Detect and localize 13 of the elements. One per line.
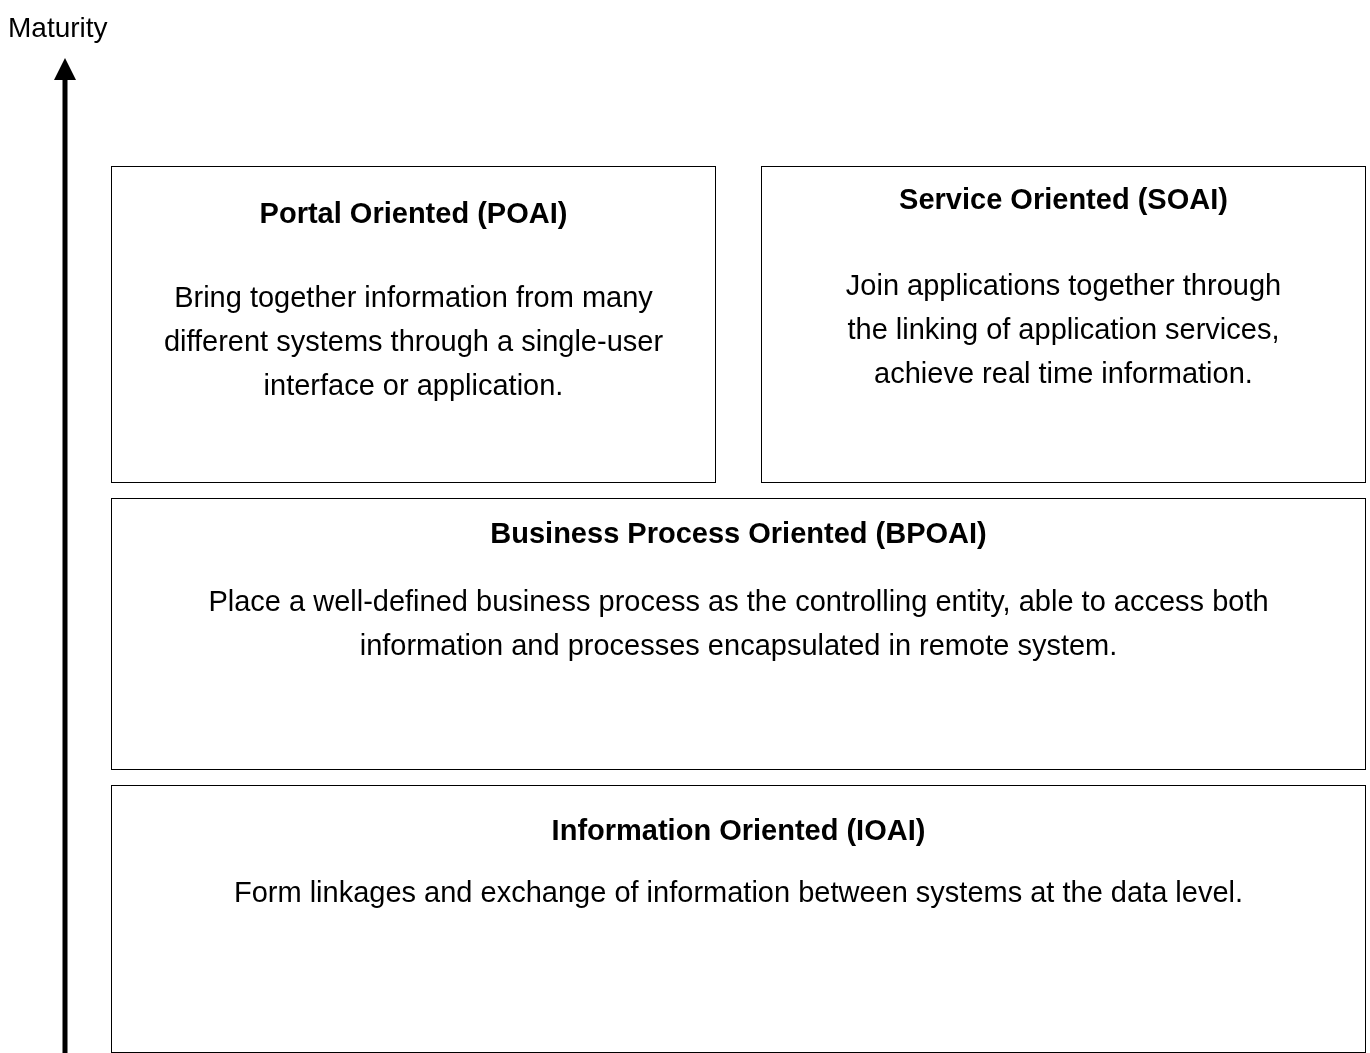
level-box [111, 498, 1366, 770]
level-description: Form linkages and exchange of information between systems at the data level. [232, 875, 1245, 910]
axis-label: Maturity [8, 12, 108, 44]
level-heading: Information Oriented (IOAI) [550, 814, 927, 847]
level-heading: Business Process Oriented (BPOAI) [489, 517, 988, 550]
level-description: Bring together information from many different systems through a single-user interface or application. [162, 280, 665, 403]
level-box [111, 166, 716, 483]
level-description: Join applications together through the linking of application services, achieve real time information. [844, 268, 1283, 391]
level-box [111, 785, 1366, 1053]
level-heading: Portal Oriented (POAI) [258, 197, 569, 230]
level-description: Place a well-defined business process as the controlling entity, able to access both information and processes encapsulated in remote system. [207, 584, 1270, 663]
level-heading: Service Oriented (SOAI) [898, 183, 1229, 216]
level-box [761, 166, 1366, 483]
